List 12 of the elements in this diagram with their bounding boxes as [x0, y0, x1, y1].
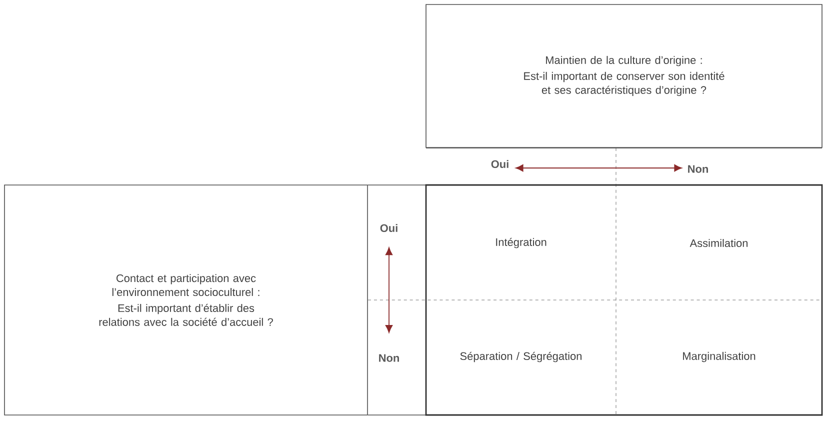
- question-box: Contact et participation avec l’environnement socioculturel : Est-il important d’établir des relations avec la société d’accueil ?: [4, 184, 368, 416]
- answer-label: Non: [688, 165, 708, 173]
- quadrant-cell: Intégration: [496, 238, 546, 248]
- question-box: Maintien de la culture d’origine : Est-il important de conserver son identité et ses caractéristiques d’origine ?: [426, 4, 822, 148]
- answer-label: Oui: [380, 224, 398, 232]
- quadrant-cell: Marginalisation: [683, 352, 756, 362]
- double-arrow: [385, 247, 393, 333]
- double-arrow: [515, 164, 682, 172]
- quadrant-cell: Séparation / Ségrégation: [460, 352, 582, 362]
- quadrant-cell: Assimilation: [690, 238, 748, 248]
- answer-label: Non: [379, 354, 399, 362]
- answer-label: Oui: [491, 160, 508, 168]
